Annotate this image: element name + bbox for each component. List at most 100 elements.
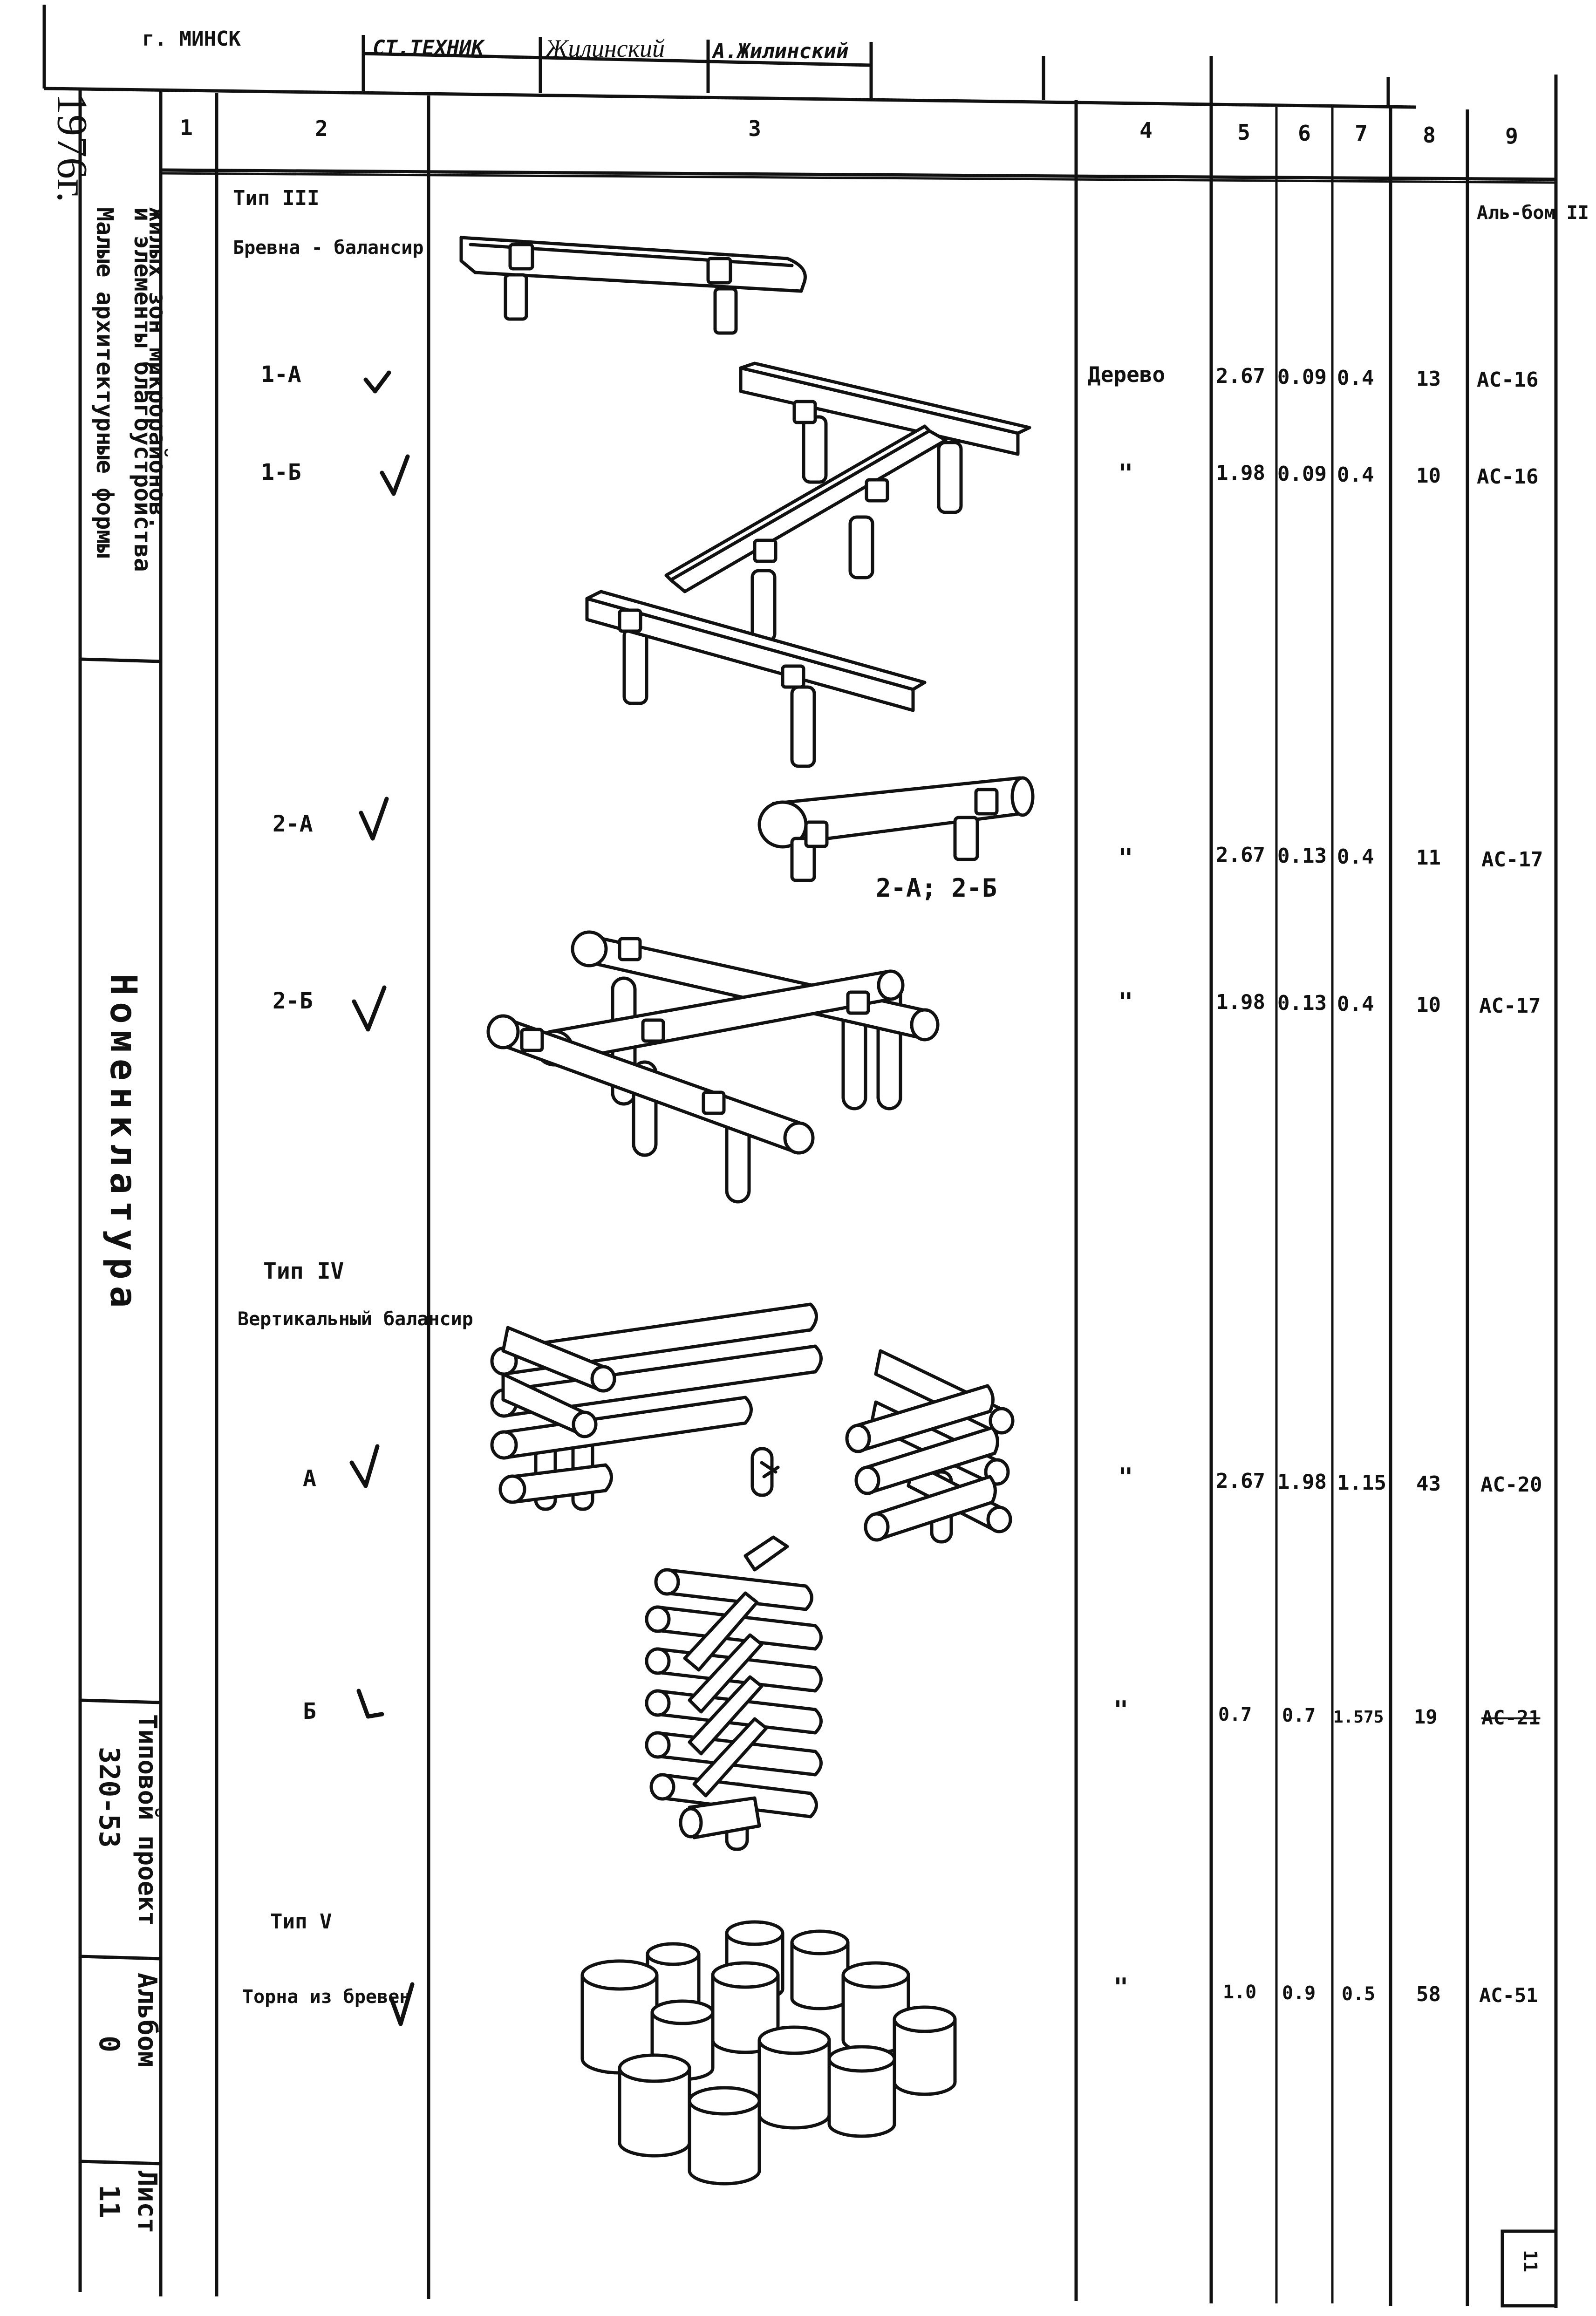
row-1a-c8: 13 xyxy=(1416,367,1441,391)
row-a-c6: 1.98 xyxy=(1277,1470,1327,1494)
title-line-2: и элементы благоустройства xyxy=(129,207,156,572)
author-label: А.Жилинский xyxy=(711,40,848,63)
row-t-c5: 1.0 xyxy=(1223,1982,1256,2003)
album-number: 0 xyxy=(93,2036,125,2052)
album-note-text: Аль-бом II xyxy=(1477,202,1589,224)
album-label: Альбом xyxy=(132,1973,162,2067)
corner-box: 11 xyxy=(1502,2231,1556,2306)
doc-title: Номенклатура xyxy=(102,974,144,1315)
table-row: " 1.98 0.09 0.4 10 АС-16 xyxy=(1118,459,1538,489)
row-1a-c7: 0.4 xyxy=(1337,366,1374,390)
table-row: " 1.98 0.13 0.4 10 АС-17 xyxy=(1118,988,1541,1018)
row-1b-c8: 10 xyxy=(1416,464,1441,488)
row-2a-c5: 2.67 xyxy=(1216,843,1265,867)
mark-1b: 1-Б xyxy=(261,459,301,485)
col-header-8: 8 xyxy=(1423,123,1436,148)
drawing-vertical-balancer-b xyxy=(647,1537,821,1849)
row-t-code: АС-51 xyxy=(1479,1984,1538,2007)
role-label: СТ.ТЕХНИК xyxy=(373,36,485,60)
col-header-3: 3 xyxy=(748,116,761,141)
row-2b-c6: 0.13 xyxy=(1277,991,1327,1015)
row-1a-c5: 2.67 xyxy=(1216,364,1265,388)
mark-2b: 2-Б xyxy=(273,988,313,1014)
project-number: 320-53 xyxy=(93,1747,125,1848)
album-note: Аль-бом II xyxy=(1477,202,1589,224)
drawing-beam-single xyxy=(461,238,805,333)
side-panel: 1976г. Малые архитектурные формы и элеме… xyxy=(48,89,171,2296)
col-header-7: 7 xyxy=(1355,121,1368,146)
type-3-name: Бревна - балансир xyxy=(233,237,423,259)
row-a-material: " xyxy=(1118,1463,1133,1492)
col-header-5: 5 xyxy=(1237,120,1250,145)
row-a-c7: 1.15 xyxy=(1337,1471,1386,1495)
row-t-material: " xyxy=(1113,1973,1129,2002)
drawing-stumps xyxy=(582,1922,955,2184)
project-label: Типовой проект xyxy=(133,1714,162,1926)
row-b-material: " xyxy=(1113,1696,1129,1725)
type-3-group: Тип III Бревна - балансир xyxy=(233,186,423,259)
col-header-1: 1 xyxy=(180,115,193,140)
drawing-beam-zigzag xyxy=(587,363,1030,766)
row-1a-c6: 0.09 xyxy=(1277,365,1327,389)
row-2b-material: " xyxy=(1118,988,1133,1017)
row-2b-code: АС-17 xyxy=(1479,994,1541,1018)
title-line-1: Малые архитектурные формы xyxy=(91,207,118,558)
row-1a-material: Дерево xyxy=(1088,362,1165,387)
col-header-6: 6 xyxy=(1298,121,1311,146)
col-header-2: 2 xyxy=(315,116,328,141)
type-4-group: Тип IV Вертикальный балансир xyxy=(238,1258,473,1330)
title-stamp: г. МИНСК СТ.ТЕХНИК Жилинский А.Жилинский xyxy=(44,5,1416,107)
table-row: " 2.67 1.98 1.15 43 АС-20 xyxy=(1118,1463,1542,1497)
row-t-c8: 58 xyxy=(1416,1982,1441,2006)
row-2a-material: " xyxy=(1118,843,1133,872)
drawing-vertical-balancer-a xyxy=(492,1304,1013,1542)
row-b-c5: 0.7 xyxy=(1218,1704,1252,1725)
check-marks xyxy=(352,373,412,2024)
year-label: 1976г. xyxy=(48,93,96,202)
sheet-label: Лист xyxy=(132,2171,162,2234)
row-2a-c8: 11 xyxy=(1416,846,1441,870)
row-2a-c7: 0.4 xyxy=(1337,845,1374,869)
row-t-c6: 0.9 xyxy=(1282,1982,1316,2004)
row-2a-code: АС-17 xyxy=(1481,848,1543,872)
row-a-c8: 43 xyxy=(1416,1472,1441,1496)
mark-a: А xyxy=(303,1465,316,1492)
mark-1a: 1-А xyxy=(261,361,301,388)
table-grid xyxy=(161,75,1556,2308)
drawing-log-balancer xyxy=(488,932,938,1202)
row-1b-c6: 0.09 xyxy=(1277,462,1327,486)
type-5-group: Тип V Торна из бревен xyxy=(242,1910,410,2008)
drawing-log-single xyxy=(759,778,1033,880)
type-4-label: Тип IV xyxy=(263,1258,344,1284)
corner-mark: 11 xyxy=(1519,2250,1541,2272)
row-t-c7: 0.5 xyxy=(1342,1983,1375,2005)
row-2b-c7: 0.4 xyxy=(1337,992,1374,1016)
city-label: г. МИНСК xyxy=(142,27,241,51)
row-2a-c6: 0.13 xyxy=(1277,844,1327,868)
row-1b-code: АС-16 xyxy=(1477,465,1538,489)
table-row: " 2.67 0.13 0.4 11 АС-17 xyxy=(1118,843,1543,872)
sheet-number: 11 xyxy=(93,2185,125,2218)
row-marks: 1-А 1-Б 2-А 2-Б А Б xyxy=(261,361,316,1724)
row-1a-code: АС-16 xyxy=(1477,368,1538,392)
drawing-caption: 2-А; 2-Б xyxy=(876,873,997,903)
table-row: Дерево 2.67 0.09 0.4 13 АС-16 xyxy=(1088,362,1538,392)
type-5-name: Торна из бревен xyxy=(242,1986,410,2008)
row-b-c6: 0.7 xyxy=(1282,1705,1316,1726)
signature-text: Жилинский xyxy=(544,34,665,62)
row-a-code: АС-20 xyxy=(1480,1473,1542,1497)
table-row: " 1.0 0.9 0.5 58 АС-51 xyxy=(1113,1973,1538,2007)
row-1b-material: " xyxy=(1118,459,1133,488)
mark-b: Б xyxy=(303,1698,316,1724)
row-1b-c7: 0.4 xyxy=(1337,463,1374,487)
mark-2a: 2-А xyxy=(273,811,313,837)
column-headers: 1 2 3 4 5 6 7 8 9 xyxy=(180,115,1518,149)
row-b-c8: 19 xyxy=(1414,1705,1438,1728)
row-2b-c5: 1.98 xyxy=(1216,990,1265,1014)
row-1b-c5: 1.98 xyxy=(1216,461,1265,485)
table-row: " 0.7 0.7 1.575 19 АС-21 xyxy=(1113,1696,1540,1729)
title-line-3: жилых зон микрорайонов. xyxy=(144,207,171,530)
type-4-name: Вертикальный балансир xyxy=(238,1308,473,1330)
row-2b-c8: 10 xyxy=(1416,993,1441,1017)
